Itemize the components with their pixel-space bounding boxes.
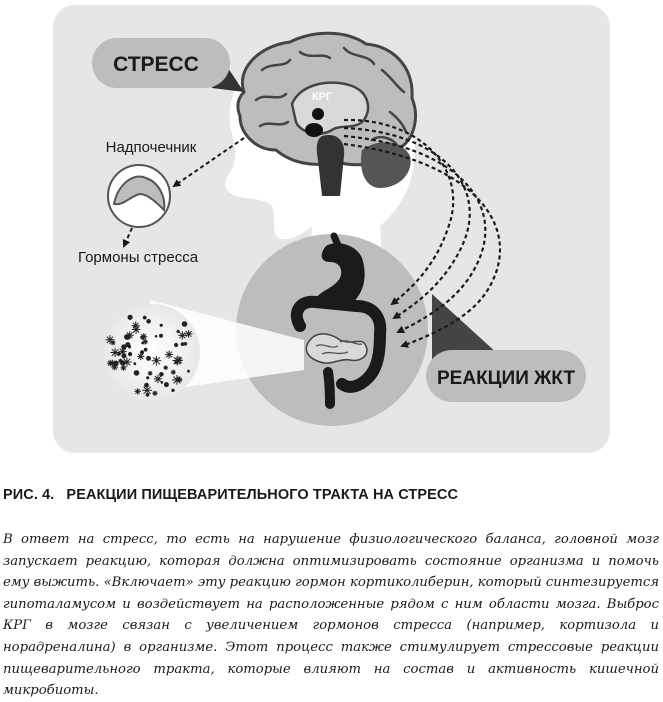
microbe-star — [142, 339, 148, 345]
microbe-dot — [145, 392, 150, 397]
microbe-star — [120, 365, 127, 371]
pituitary — [305, 123, 323, 137]
microbe-dot — [127, 314, 133, 320]
microbe-star — [163, 365, 168, 370]
microbe-dot — [146, 319, 151, 324]
microbe-dot — [174, 342, 179, 348]
stress-gi-figure: КРГ СТРЕСС Надпочечник Гормоны стресса Р… — [53, 5, 610, 453]
microbe-dot — [181, 321, 188, 327]
adrenal-gland — [112, 175, 166, 213]
microbe-dot — [133, 370, 140, 376]
rectum — [323, 367, 335, 409]
microbe-star — [110, 347, 120, 358]
small-intestine — [305, 333, 368, 364]
stress-badge — [92, 38, 230, 88]
microbe-star — [170, 369, 176, 375]
microbe-star — [134, 388, 141, 395]
figure-title: РЕАКЦИИ ПИЩЕВАРИТЕЛЬНОГО ТРАКТА НА СТРЕС… — [66, 487, 459, 503]
microbe-star — [140, 335, 146, 340]
stomach — [316, 243, 365, 309]
microbe-dot — [128, 352, 133, 357]
microbe-star — [172, 355, 183, 366]
microbe-dot — [146, 376, 150, 380]
microbe-dot — [127, 345, 132, 349]
brainstem — [316, 134, 345, 196]
figure-number: РИС. 4. — [3, 487, 55, 503]
microbes — [105, 314, 193, 397]
microbe-star — [142, 385, 152, 396]
microbe-dot — [133, 362, 137, 366]
small-intestine-folds — [315, 340, 363, 355]
gi-reactions-badge — [426, 350, 586, 402]
microbe-star — [184, 330, 193, 338]
microbe-star — [122, 357, 132, 367]
brain-folds — [254, 46, 408, 148]
microbe-star — [118, 347, 127, 356]
microbe-dot — [154, 358, 158, 361]
microbe-dot — [154, 335, 158, 338]
microbe-star — [147, 370, 153, 376]
brain-gut-arrow-2 — [343, 126, 471, 320]
microbe-star — [151, 355, 162, 366]
stress-label: СТРЕСС — [113, 53, 199, 76]
microbe-star — [172, 375, 182, 385]
microbe-star — [137, 352, 145, 361]
brain-gut-arrow-1 — [343, 118, 455, 306]
microbe-dot — [163, 382, 169, 388]
body-paragraph: В ответ на стресс, то есть на нарушение … — [3, 532, 659, 699]
gi-circle — [236, 234, 428, 426]
krg-label: КРГ — [312, 91, 333, 103]
microbe-star — [131, 325, 141, 334]
microbe-dot — [141, 341, 145, 345]
microbe-dot — [171, 388, 175, 392]
colon — [290, 295, 387, 393]
microbe-dot — [183, 342, 188, 346]
brain-gut-arrow-3 — [343, 134, 487, 334]
microbe-star — [165, 350, 174, 359]
microbe-dot — [142, 315, 147, 320]
hypothalamus — [312, 108, 324, 120]
adrenal-circle — [107, 164, 171, 228]
microbe-star — [178, 331, 187, 340]
adrenal-label: Надпочечник — [106, 139, 197, 156]
gi-reactions-label: РЕАКЦИИ ЖКТ — [437, 368, 575, 389]
microbe-star — [152, 390, 158, 396]
cerebellum — [360, 142, 411, 188]
microbe-star — [153, 374, 163, 384]
microbe-dot — [143, 347, 148, 352]
microbe-star — [107, 359, 114, 367]
microbe-dot — [180, 342, 185, 347]
microbe-star — [105, 335, 115, 345]
microbe-dot — [159, 333, 163, 338]
brain-gut-arrow-4 — [343, 142, 501, 348]
figure-caption: РИС. 4. РЕАКЦИИ ПИЩЕВАРИТЕЛЬНОГО ТРАКТА Н… — [3, 487, 661, 503]
microbe-dot — [159, 323, 163, 327]
microbe-star — [125, 331, 134, 340]
microbe-star — [118, 358, 123, 364]
brain-to-adrenal-arrow — [172, 137, 245, 188]
esophagus — [330, 232, 344, 254]
adrenal-to-hormones-arrow — [122, 227, 133, 248]
microbe-dot — [113, 360, 119, 367]
microbiota-circle — [104, 304, 200, 400]
microbe-dot — [187, 369, 190, 373]
microbe-star — [111, 363, 118, 371]
brain-gut-arrows — [343, 118, 501, 348]
microbe-dot — [146, 355, 151, 361]
microbe-dot — [159, 372, 164, 377]
microbe-dot — [144, 382, 149, 388]
microbe-dot — [160, 381, 164, 384]
microbe-dot — [176, 329, 180, 334]
hormones-label: Гормоны стресса — [78, 249, 199, 266]
microbe-dot — [124, 334, 130, 340]
